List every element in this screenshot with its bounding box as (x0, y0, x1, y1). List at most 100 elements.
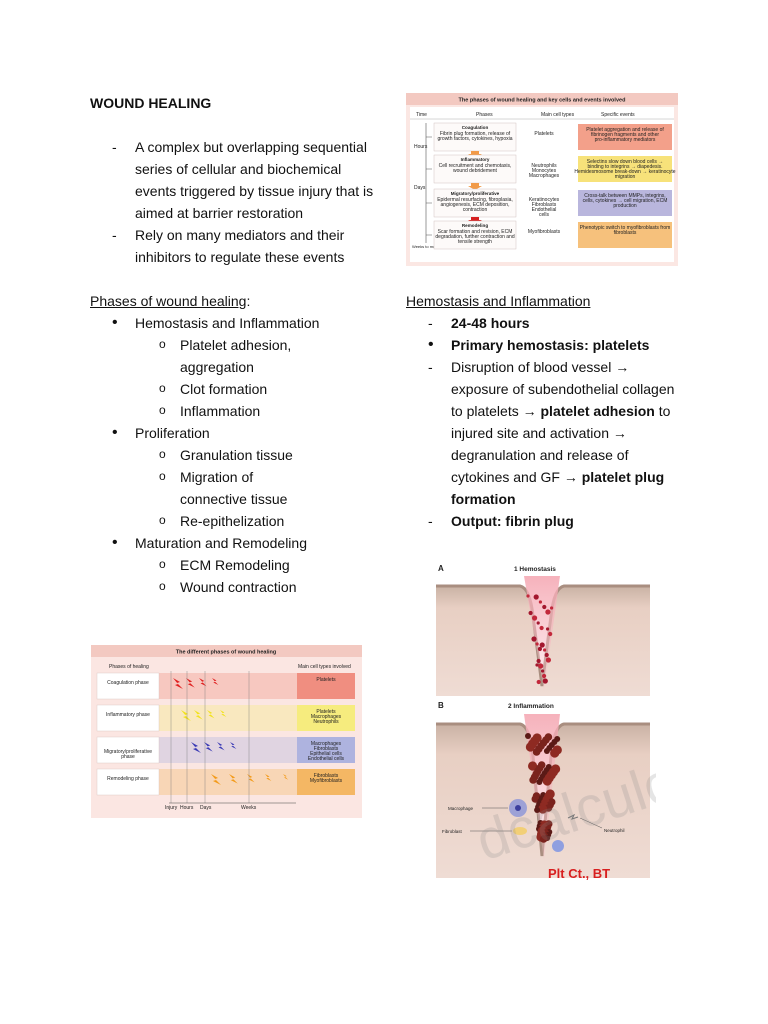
phases-heading: Phases of wound healing: (90, 290, 390, 312)
cell-types: Neutrophils (531, 163, 557, 169)
panel-b-label: B (438, 701, 444, 710)
phase-name: Coagulation (462, 125, 489, 130)
events-box (578, 156, 672, 182)
list-item: Granulation tissue (135, 443, 315, 466)
specific-events: Phenotypic switch to myofibroblasts from (580, 225, 671, 231)
specific-events: production (613, 203, 637, 209)
list-item: ECM Remodeling (135, 553, 315, 576)
cell-types: Keratinocytes (529, 197, 560, 203)
phases-heading-colon: : (246, 293, 251, 309)
specific-events: binding to integrins → diapedesis. (587, 164, 662, 170)
phase-detail: Scar formation and revision, ECM (438, 229, 513, 235)
phases-table-figure: The phases of wound healing and key cell… (406, 93, 678, 266)
header-time: Time (416, 112, 427, 118)
list-item: 24-48 hours (406, 312, 676, 334)
clot-cell (543, 748, 550, 754)
down-arrow-icon (468, 151, 482, 158)
cell-types: Myofibroblasts (310, 778, 343, 784)
platelet-dot (528, 610, 533, 616)
platelet-dot (550, 606, 554, 610)
macrophage-label: Macrophage (448, 806, 474, 811)
specific-events: Hemidesmosome break-down → keratinocyte (574, 169, 675, 175)
cell-types: Platelets (534, 131, 554, 137)
neutrophil-cell (552, 840, 564, 852)
neutrophil-pointer (579, 817, 603, 829)
phase-detail: tensile strength (458, 239, 492, 245)
time-days: Days (414, 185, 426, 191)
phase-item: Proliferation Granulation tissue Migrati… (90, 422, 390, 532)
cell-types: Fibroblasts (314, 746, 339, 752)
list-item: Rely on many mediators and their inhibit… (90, 224, 380, 268)
list-item: Primary hemostasis: platelets (406, 334, 676, 356)
panel-a-title: 1 Hemostasis (514, 566, 556, 573)
platelet-dot (548, 631, 553, 637)
lightning-icon (217, 742, 225, 751)
specific-events: fibroblasts (614, 230, 637, 236)
phase-item: Hemostasis and Inflammation Platelet adh… (90, 312, 390, 422)
axis-hours: Hours (180, 805, 194, 811)
phase-detail: Cell recruitment and chemotaxis, (439, 163, 512, 169)
phase-name: Inflammatory (461, 157, 490, 162)
phase-label: Inflammatory phase (106, 712, 150, 718)
clot-cell (550, 748, 560, 758)
lightning-icon (199, 678, 207, 687)
lightning-icon (283, 774, 289, 780)
arrow-icon: → (563, 469, 578, 485)
cells-box (297, 673, 355, 699)
specific-events: Selectins slow down blood cells → (587, 159, 663, 165)
primary-hemostasis: Primary hemostasis: platelets (451, 337, 650, 353)
cell-types: Platelets (316, 677, 336, 683)
platelet-dot (539, 642, 545, 648)
cell-types: Macrophages (311, 714, 342, 720)
platelet-dot (538, 663, 544, 669)
list-item: Disruption of blood vessel → exposure of… (406, 356, 676, 510)
text-run: Disruption of blood vessel (451, 359, 616, 375)
lightning-icon (230, 742, 237, 750)
down-arrow-icon (468, 217, 482, 224)
cell-types: Fibroblasts (532, 202, 557, 208)
clot-cell (529, 776, 537, 784)
platelet-dot (535, 642, 539, 646)
phase-detail: contraction (463, 207, 488, 213)
epidermis-a (436, 584, 650, 687)
platelet-dot (542, 604, 547, 610)
clot-cell (528, 761, 538, 771)
specific-events: Cross-talk between MMPs, integrins, (584, 193, 665, 199)
lightning-icon (207, 710, 215, 719)
phases-heading-text: Phases of wound healing (90, 293, 247, 309)
lightning-icon (191, 742, 201, 753)
specific-events: fibrinogen fragments and other (591, 132, 659, 138)
clot-cell (539, 835, 548, 843)
page-title: WOUND HEALING (90, 95, 212, 111)
specific-events: migration (615, 174, 636, 180)
platelet-dot (545, 609, 551, 615)
arrow-icon: → (522, 403, 537, 419)
list-item: Clot formation (135, 377, 315, 400)
cell-types: Macrophages (529, 173, 560, 179)
list-item: Wound contraction (135, 575, 315, 598)
phase-name: Hemostasis and Inflammation (135, 315, 320, 331)
hours-text: 24-48 hours (451, 315, 530, 331)
header-phases: Phases (476, 112, 493, 118)
platelet-dot (542, 673, 547, 679)
list-item: Platelet adhesion, aggregation (135, 333, 315, 378)
text-run: degranulation and release of cytokines a… (451, 447, 629, 485)
cells-box (297, 737, 355, 763)
phase-sublist: ECM Remodeling Wound contraction (135, 553, 315, 598)
timeline-row: Migratory/proliferativephaseMacrophagesF… (96, 736, 355, 764)
phase-detail: degradation, further contraction and (435, 234, 514, 240)
arrow-icon: → (615, 359, 630, 375)
clot-cell (525, 733, 531, 739)
lightning-icon (212, 678, 219, 686)
cell-types: Myofibroblasts (528, 229, 561, 235)
events-box (578, 222, 672, 248)
intro-list: A complex but overlapping sequential ser… (90, 136, 380, 268)
lightning-icon (194, 710, 203, 720)
